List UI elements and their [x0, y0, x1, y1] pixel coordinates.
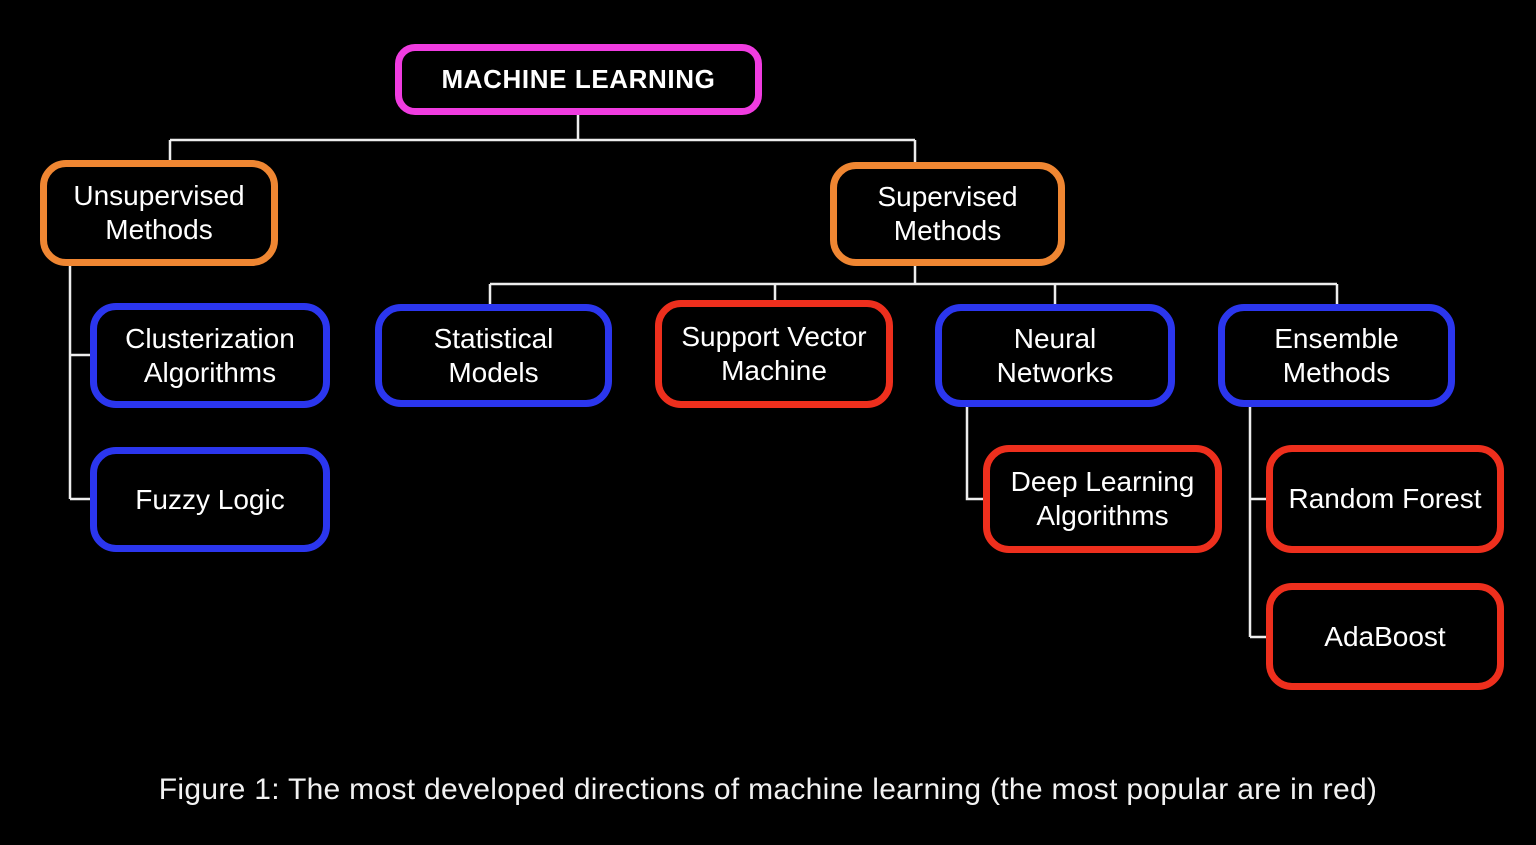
node-clusterization-algorithms-label: Clusterization Algorithms	[125, 322, 295, 388]
node-statistical-models: Statistical Models	[375, 304, 612, 407]
node-unsupervised-methods-label: Unsupervised Methods	[73, 180, 245, 245]
node-machine-learning-label: MACHINE LEARNING	[441, 63, 716, 94]
node-random-forest-label: Random Forest	[1288, 483, 1482, 515]
node-deep-learning-algorithms: Deep Learning Algorithms	[983, 445, 1222, 553]
node-supervised-methods-label: Supervised Methods	[877, 181, 1018, 246]
node-deep-learning-algorithms-label: Deep Learning Algorithms	[1010, 466, 1195, 531]
node-ensemble-methods: Ensemble Methods	[1218, 304, 1455, 407]
connector-root-to-level1	[168, 115, 917, 164]
figure-caption: Figure 1: The most developed directions …	[158, 773, 1378, 806]
node-neural-networks-label: Neural Networks	[996, 322, 1114, 388]
node-adaboost: AdaBoost	[1266, 583, 1504, 690]
connector-supervised-to-children	[488, 264, 1339, 306]
node-random-forest: Random Forest	[1266, 445, 1504, 553]
connector-unsupervised-to-children	[68, 264, 92, 501]
node-unsupervised-methods: Unsupervised Methods	[40, 160, 278, 266]
node-support-vector-machine-label: Support Vector Machine	[681, 321, 867, 386]
node-fuzzy-logic: Fuzzy Logic	[90, 447, 330, 552]
node-ensemble-methods-label: Ensemble Methods	[1274, 322, 1399, 388]
node-neural-networks: Neural Networks	[935, 304, 1175, 407]
node-fuzzy-logic-label: Fuzzy Logic	[135, 483, 285, 515]
node-supervised-methods: Supervised Methods	[830, 162, 1065, 266]
node-support-vector-machine: Support Vector Machine	[655, 300, 893, 408]
node-adaboost-label: AdaBoost	[1324, 620, 1446, 652]
node-machine-learning: MACHINE LEARNING	[395, 44, 762, 115]
node-statistical-models-label: Statistical Models	[433, 322, 554, 388]
node-clusterization-algorithms: Clusterization Algorithms	[90, 303, 330, 408]
